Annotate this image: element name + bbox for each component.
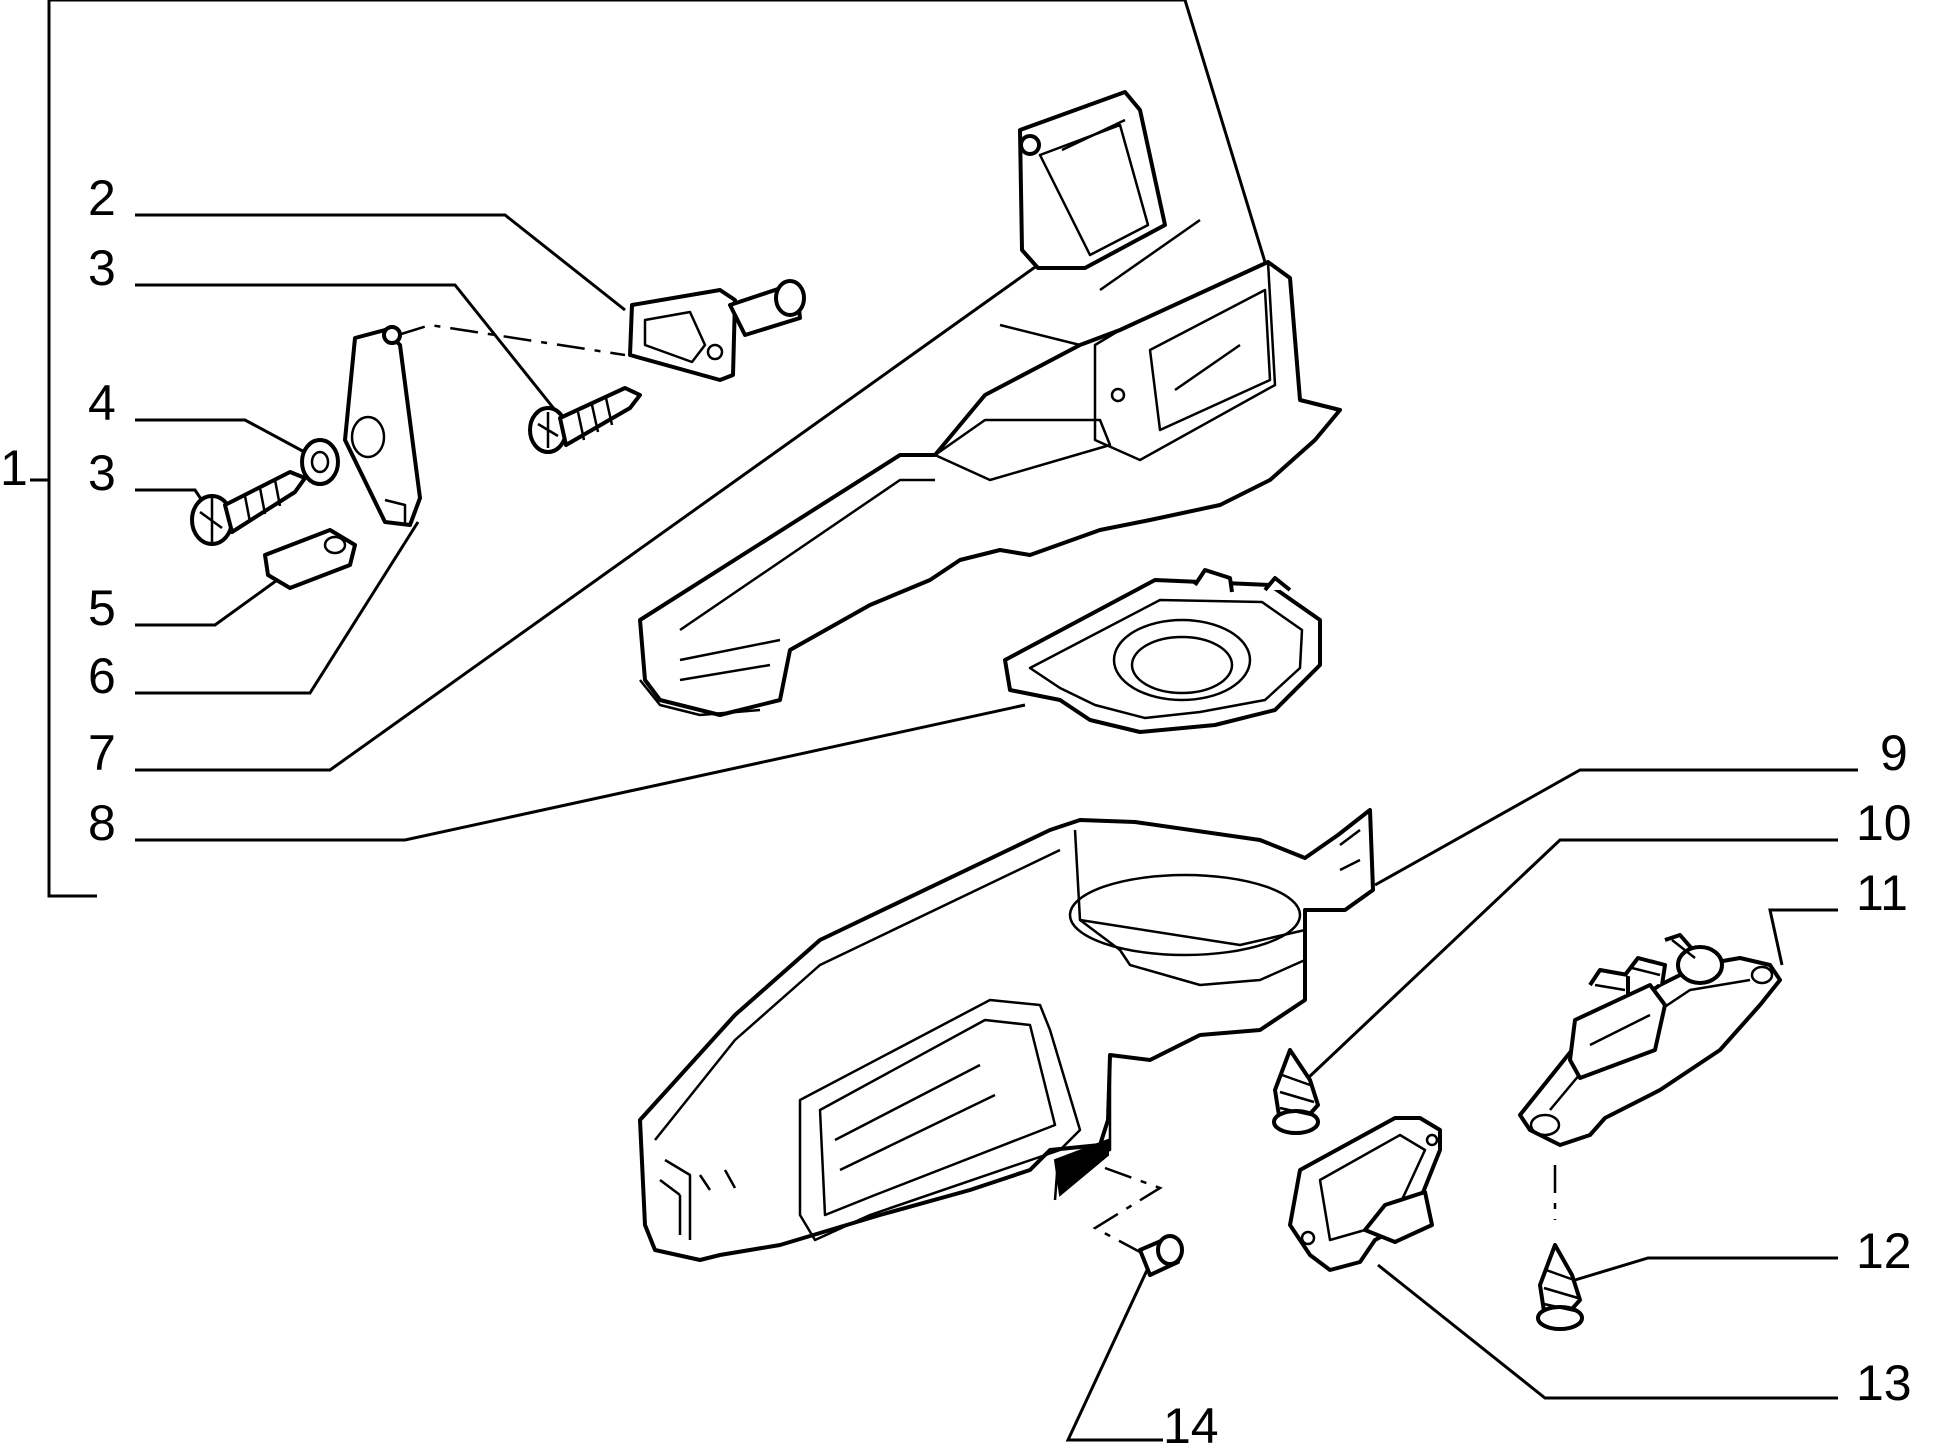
blower-resistor-icon [1518,933,1782,1147]
callout-14: 14 [1163,1398,1219,1443]
blower-lower-housing-icon [638,808,1375,1262]
callout-3-upper: 3 [88,240,116,296]
lever-icon [343,325,422,527]
callout-9: 9 [1880,725,1908,781]
callout-5: 5 [88,580,116,636]
control-module-icon [1288,1116,1442,1272]
screw-icon [190,470,307,546]
fan-cover-plate-icon [1003,568,1322,734]
group-bracket-1 [30,0,1267,898]
callout-7: 7 [88,725,116,781]
callout-12: 12 [1856,1223,1912,1279]
assembly-path-line [397,323,626,357]
screw-icon [1536,1243,1584,1331]
screw-icon [1272,1048,1320,1135]
callout-8: 8 [88,795,116,851]
callout-11: 11 [1856,865,1908,921]
heater-upper-housing-icon [638,90,1342,717]
flap-frame-icon [1018,90,1167,270]
callout-13: 13 [1856,1355,1912,1411]
callout-4: 4 [88,375,116,431]
spring-clip-icon [263,528,357,590]
leader-lines [135,213,1858,1442]
bracket-icon [628,279,806,382]
nut-icon [300,438,340,486]
callout-10: 10 [1856,795,1912,851]
callout-1: 1 [0,440,28,496]
callout-6: 6 [88,648,116,704]
bushing-icon [1138,1234,1184,1277]
screw-icon [528,386,642,454]
housing-tab [1053,1138,1109,1197]
assembly-path-line [1092,1166,1163,1254]
callout-2: 2 [88,170,116,226]
callout-3-lower: 3 [88,445,116,501]
